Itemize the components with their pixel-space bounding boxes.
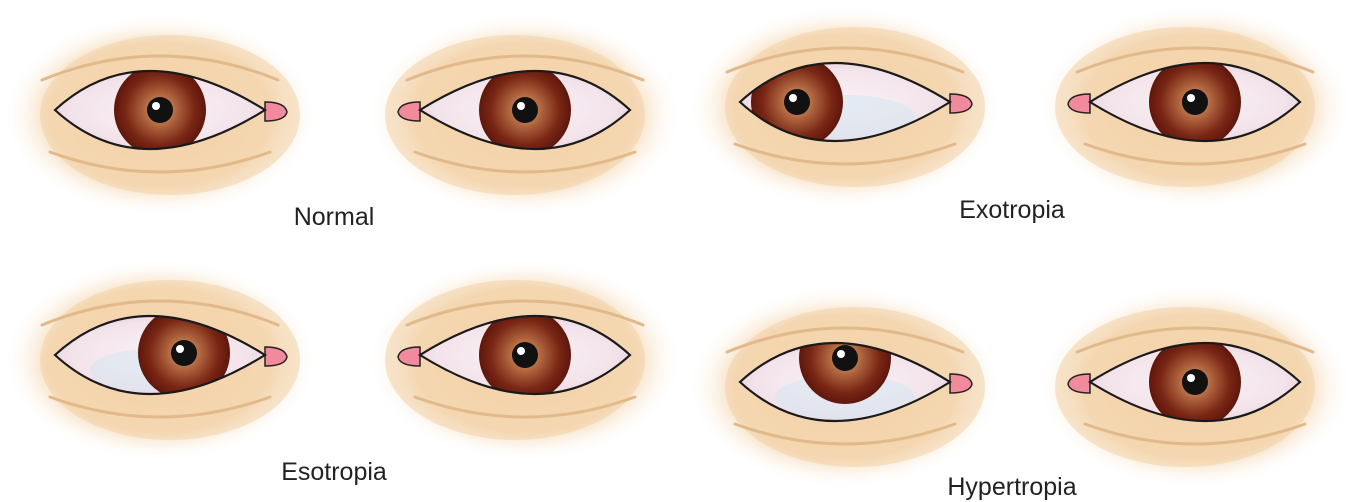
pupil-highlight bbox=[1187, 374, 1195, 382]
normal-eye-left bbox=[367, 13, 683, 217]
caption-esotropia: Esotropia bbox=[281, 458, 387, 487]
pupil bbox=[1182, 89, 1208, 115]
pupil-highlight bbox=[517, 347, 525, 355]
esotropia-eye-right bbox=[2, 258, 318, 462]
exotropia-eye-right bbox=[687, 5, 1003, 209]
pupil-highlight bbox=[517, 102, 525, 110]
pupil-highlight bbox=[152, 102, 160, 110]
pupil-highlight bbox=[837, 350, 845, 358]
pupil bbox=[784, 89, 810, 115]
exotropia-eye-left bbox=[1037, 5, 1353, 209]
pupil bbox=[832, 345, 858, 371]
pupil bbox=[171, 340, 197, 366]
pupil-highlight bbox=[789, 94, 797, 102]
esotropia-eye-left bbox=[367, 258, 683, 462]
pupil bbox=[512, 97, 538, 123]
pupil bbox=[512, 342, 538, 368]
caption-normal: Normal bbox=[294, 203, 375, 232]
pupil bbox=[147, 97, 173, 123]
pupil-highlight bbox=[176, 345, 184, 353]
pupil-highlight bbox=[1187, 94, 1195, 102]
pupil bbox=[1182, 369, 1208, 395]
caption-exotropia: Exotropia bbox=[959, 196, 1065, 225]
hypertropia-eye-right bbox=[687, 285, 1003, 489]
normal-eye-right bbox=[2, 13, 318, 217]
caption-hypertropia: Hypertropia bbox=[947, 473, 1076, 502]
hypertropia-eye-left bbox=[1037, 285, 1353, 489]
